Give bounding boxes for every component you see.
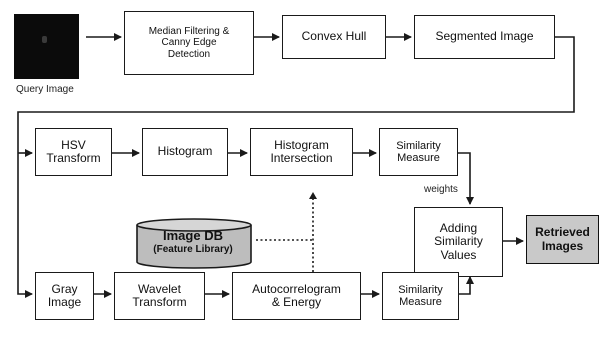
similarity-measure-bottom-box: Similarity Measure	[382, 272, 459, 320]
connector-segmented-to-branches	[17, 36, 575, 298]
autocorrelogram-box: Autocorrelogram & Energy	[232, 272, 361, 320]
arrow-similarity-to-adding-bottom	[459, 276, 474, 295]
gray-image-box: Gray Image	[35, 272, 94, 320]
image-db-label: Image DB (Feature Library)	[134, 228, 252, 255]
hsv-transform-box: HSV Transform	[35, 128, 112, 176]
image-db-cylinder	[136, 218, 252, 269]
segmented-image-box: Segmented Image	[414, 15, 555, 59]
image-db-title: Image DB	[163, 228, 223, 243]
histogram-intersection-box: Histogram Intersection	[250, 128, 353, 176]
adding-similarity-box: Adding Similarity Values	[414, 207, 503, 277]
weights-top-label: weights	[424, 184, 458, 195]
query-image-thumbnail	[14, 14, 79, 79]
convex-hull-box: Convex Hull	[282, 15, 386, 59]
median-filtering-box: Median Filtering & Canny Edge Detection	[124, 11, 254, 75]
arrow-similarity-to-adding	[458, 152, 474, 205]
dotted-arrowhead-up	[309, 192, 317, 199]
histogram-box: Histogram	[142, 128, 228, 176]
retrieved-images-box: Retrieved Images	[526, 215, 599, 264]
wavelet-transform-box: Wavelet Transform	[114, 272, 205, 320]
image-db-subtitle: (Feature Library)	[153, 244, 233, 255]
similarity-measure-top-box: Similarity Measure	[379, 128, 458, 176]
query-image-label: Query Image	[16, 84, 74, 95]
